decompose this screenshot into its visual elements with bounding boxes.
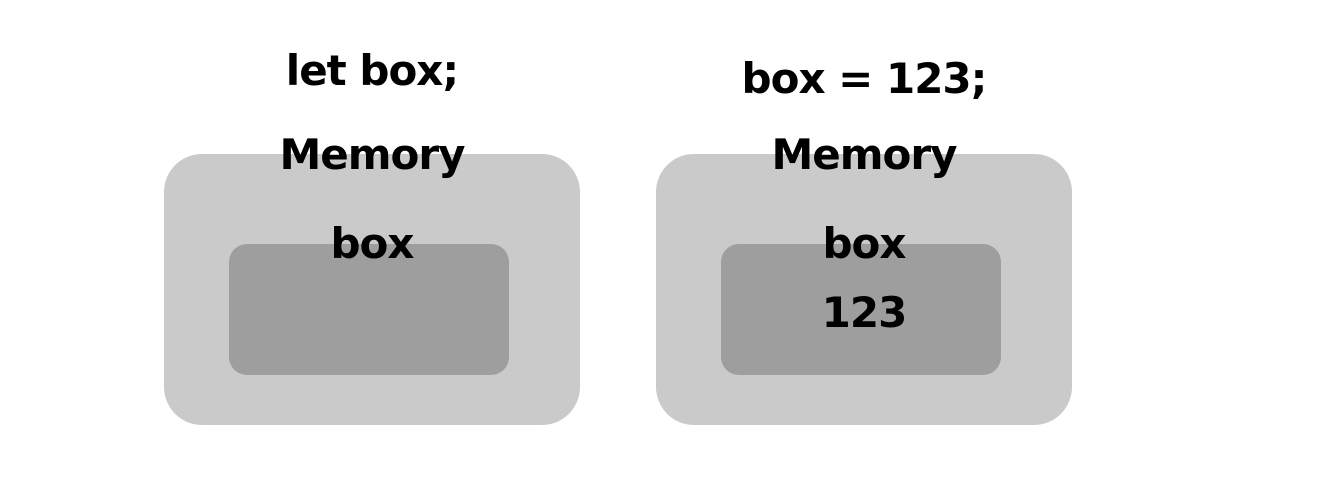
variable-name-label: box xyxy=(822,219,906,268)
code-statement: box = 123; xyxy=(741,54,988,103)
variable-slot xyxy=(721,244,1001,375)
assignment-panel: box = 123; Memory box 123 xyxy=(654,0,1074,478)
variable-name-label: box xyxy=(330,219,414,268)
variable-value: 123 xyxy=(821,288,908,337)
memory-label: Memory xyxy=(279,130,466,179)
variable-slot xyxy=(229,244,509,375)
declaration-panel: let box; Memory box xyxy=(162,0,582,478)
code-statement: let box; xyxy=(285,46,459,95)
memory-label: Memory xyxy=(771,130,958,179)
